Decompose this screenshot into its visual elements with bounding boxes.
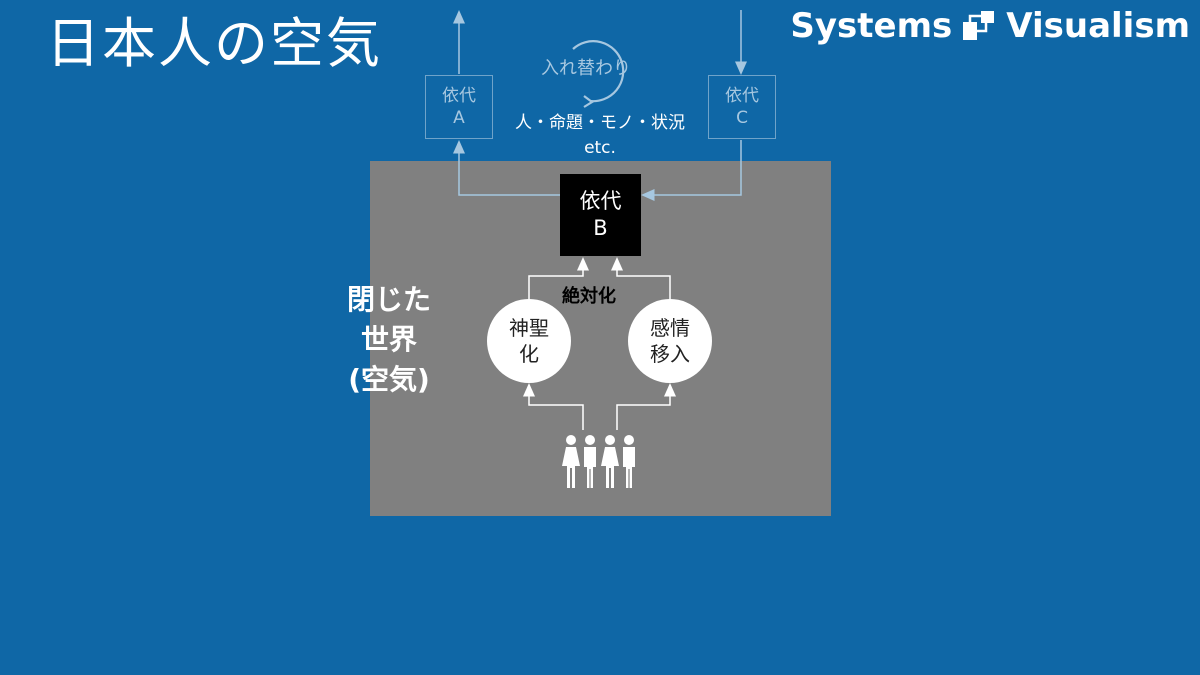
node-c-line2: C xyxy=(736,108,748,128)
node-c-line1: 依代 xyxy=(725,85,759,106)
absolutize-label: 絶対化 xyxy=(562,286,616,307)
arrow-b-to-a xyxy=(453,140,560,196)
empathy-line2: 移入 xyxy=(650,342,690,366)
system-diagram-icon xyxy=(963,11,995,40)
examples-line1: 人・命題・モノ・状況 xyxy=(515,113,685,133)
arrow-sanctify-to-b xyxy=(528,257,589,299)
slide-title: 日本人の空気 xyxy=(46,12,382,75)
brand-name: Systems xyxy=(790,6,953,46)
examples-text: 人・命題・モノ・状況 etc. xyxy=(510,111,690,160)
yorishiro-a-box: 依代 A xyxy=(425,75,493,139)
closed-world-line3: (空気) xyxy=(348,362,430,396)
closed-world-label: 閉じた 世界 (空気) xyxy=(328,280,450,399)
yorishiro-c-box: 依代 C xyxy=(708,75,776,139)
node-a-line1: 依代 xyxy=(442,85,476,106)
sanctify-line1: 神聖 xyxy=(509,316,549,340)
sanctify-circle: 神聖 化 xyxy=(487,299,571,383)
brand-name-suffix: Visualism xyxy=(1006,6,1190,46)
node-b-line1: 依代 xyxy=(579,188,622,213)
arrow-people-to-empathy xyxy=(616,383,676,430)
swap-label: 入れ替わり xyxy=(541,58,631,79)
sanctify-line2: 化 xyxy=(519,342,539,366)
empathy-line1: 感情 xyxy=(650,316,690,340)
closed-world-line2: 世界 xyxy=(360,322,417,356)
node-b-line2: B xyxy=(593,216,608,240)
brand-logo: Systems Visualism xyxy=(790,6,1190,46)
arrow-c-to-b xyxy=(641,140,742,201)
empathy-circle: 感情 移入 xyxy=(628,299,712,383)
circular-arrow-icon xyxy=(572,40,625,108)
node-a-line2: A xyxy=(453,108,465,128)
yorishiro-b-box: 依代 B xyxy=(560,174,641,256)
arrow-empathy-to-b xyxy=(611,257,671,299)
group-of-people-icon xyxy=(562,435,635,488)
examples-line2: etc. xyxy=(584,137,616,158)
closed-world-line1: 閉じた xyxy=(346,283,431,316)
arrow-people-to-sanctify xyxy=(523,383,584,430)
